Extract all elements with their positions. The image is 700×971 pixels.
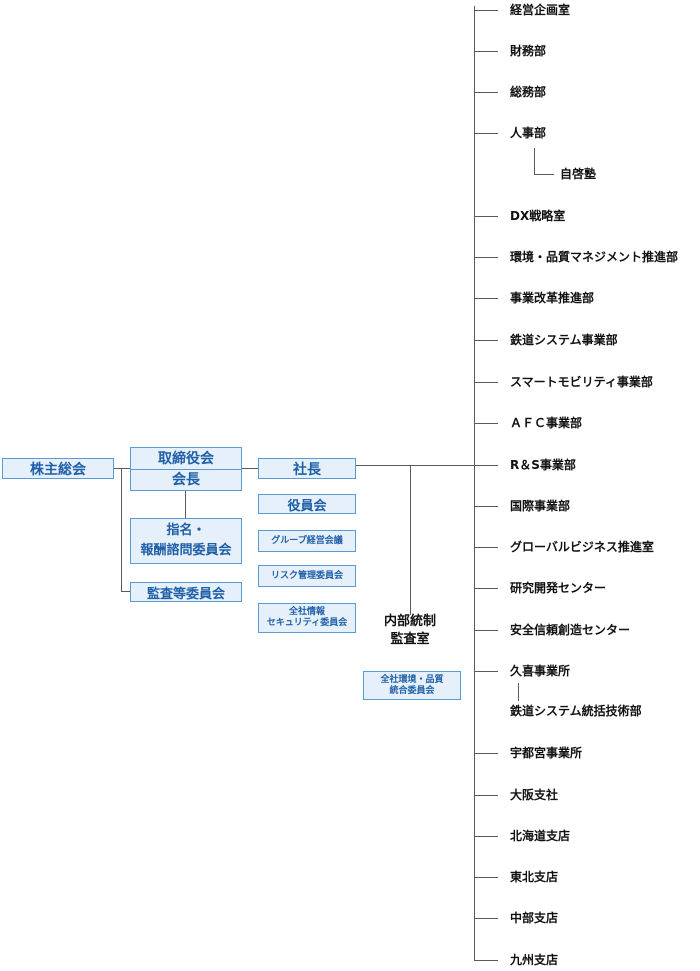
connector-board-president [242, 468, 258, 469]
department-tick [474, 630, 498, 631]
department-tick [474, 465, 498, 466]
connector-internal-audit [410, 465, 411, 615]
president-box: 社長 [258, 458, 356, 479]
department-tick [474, 960, 498, 961]
connector-kuki-sub [518, 683, 519, 701]
department-tick [474, 588, 498, 589]
department-item: 九州支店 [510, 953, 559, 967]
group-meeting-label: グループ経営会議 [271, 535, 343, 546]
nomination-committee-box: 指名・ 報酬諮問委員会 [130, 518, 242, 564]
connector-board-nomination [185, 490, 186, 518]
main-trunk-line [474, 6, 475, 961]
officers-label: 役員会 [287, 498, 327, 514]
department-tick [474, 216, 498, 217]
department-item: DX戦略室 [510, 209, 566, 223]
group-management-meeting-box: グループ経営会議 [258, 530, 356, 552]
department-item: R＆S事業部 [510, 458, 576, 472]
connector-shareholders-board [114, 468, 130, 469]
department-tick [474, 877, 498, 878]
department-item: 北海道支店 [510, 829, 571, 843]
department-tick [474, 298, 498, 299]
department-item: 人事部 [510, 126, 547, 140]
shareholders-meeting-box: 株主総会 [2, 458, 114, 479]
department-item: 鉄道システム事業部 [510, 333, 618, 347]
department-item: 総務部 [510, 85, 547, 99]
department-item: 経営企画室 [510, 3, 571, 17]
department-tick [474, 918, 498, 919]
department-tick [474, 257, 498, 258]
internal-audit-label-1: 内部統制 [383, 614, 436, 629]
department-item: 研究開発センター [510, 581, 607, 595]
risk-committee-label: リスク管理委員会 [270, 570, 343, 581]
department-item: 東北支店 [510, 870, 559, 884]
security-label-1: 全社情報 [288, 607, 325, 617]
department-tick [474, 753, 498, 754]
department-item: 財務部 [510, 44, 547, 58]
connector-hr-sub-h [534, 174, 554, 175]
department-tick [474, 382, 498, 383]
department-item: 安全信頼創造センター [510, 623, 631, 637]
quality-label-2: 統合委員会 [389, 685, 435, 696]
chairman-label: 会長 [172, 471, 200, 488]
department-item: 国際事業部 [510, 499, 571, 513]
board-chairman-box: 取締役会 会長 [130, 447, 242, 491]
security-committee-box: 全社情報 セキュリティ委員会 [258, 603, 356, 633]
department-item: 久喜事業所 [510, 664, 571, 678]
department-tick [474, 92, 498, 93]
nomination-label-1: 指名・ [166, 523, 206, 538]
connector-board-vertical [121, 468, 122, 592]
quality-committee-box: 全社環境・品質 統合委員会 [363, 671, 461, 700]
nomination-label-2: 報酬諮問委員会 [140, 543, 232, 558]
department-item: 中部支店 [510, 911, 559, 925]
internal-audit-office: 内部統制 監査室 [370, 613, 450, 649]
department-item: スマートモビリティ事業部 [510, 375, 653, 389]
department-tick [474, 795, 498, 796]
department-tick [474, 836, 498, 837]
president-label: 社長 [293, 461, 321, 478]
quality-label-1: 全社環境・品質 [380, 674, 444, 685]
department-tick [474, 547, 498, 548]
board-label: 取締役会 [158, 450, 214, 467]
officers-meeting-box: 役員会 [258, 494, 356, 514]
connector-president-trunk [356, 465, 474, 466]
sub-department-kuki: 鉄道システム統括技術部 [510, 704, 642, 718]
department-tick [474, 133, 498, 134]
department-tick [474, 423, 498, 424]
risk-committee-box: リスク管理委員会 [258, 565, 356, 587]
connector-audit-branch [121, 591, 130, 592]
security-label-2: セキュリティ委員会 [266, 618, 348, 628]
department-tick [474, 10, 498, 11]
audit-committee-box: 監査等委員会 [130, 582, 242, 602]
connector-hr-sub [534, 148, 535, 174]
board-divider [131, 468, 241, 470]
department-item: ＡＦＣ事業部 [510, 416, 583, 430]
department-tick [474, 51, 498, 52]
department-tick [474, 506, 498, 507]
department-tick [474, 671, 498, 672]
department-item: グローバルビジネス推進室 [510, 540, 654, 554]
internal-audit-label-2: 監査室 [390, 632, 430, 647]
department-item: 宇都宮事業所 [510, 746, 583, 760]
audit-committee-label: 監査等委員会 [146, 586, 225, 602]
sub-department-hr: 自啓塾 [560, 167, 597, 181]
shareholders-label: 株主総会 [30, 461, 86, 478]
department-item: 事業改革推進部 [510, 291, 595, 305]
department-item: 大阪支社 [510, 788, 559, 802]
department-tick [474, 340, 498, 341]
department-item: 環境・品質マネジメント推進部 [510, 250, 679, 264]
